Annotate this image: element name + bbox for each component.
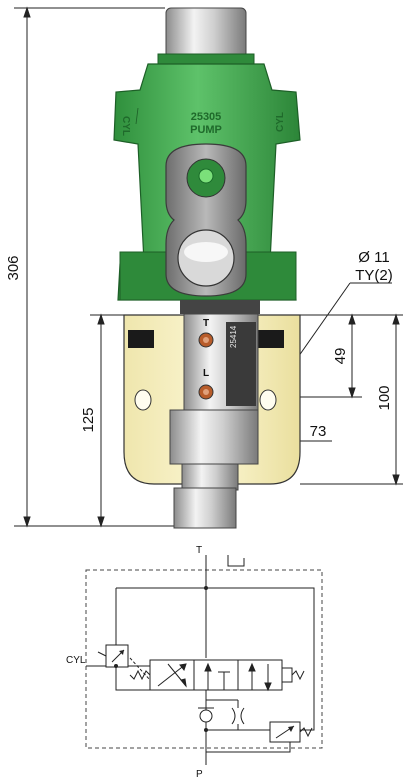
spool-housing <box>169 300 260 529</box>
port-label-l: L <box>203 368 209 379</box>
top-cap <box>157 7 255 65</box>
port-label-t: T <box>203 318 209 329</box>
dim-offset: 49 <box>332 348 349 365</box>
dim-overall-height: 306 <box>5 255 22 280</box>
port-label-cyl-left: CYL <box>120 116 131 136</box>
dimension-lines <box>23 6 400 528</box>
dim-bracket-height: 125 <box>80 407 97 432</box>
dim-hole-diameter: Ø 11 <box>358 249 389 266</box>
side-serial-label: 25414 <box>229 325 238 348</box>
schematic-label-cyl: CYL <box>66 655 86 666</box>
figure-eight-plate <box>165 143 247 297</box>
dim-mount-spacing: 100 <box>376 385 393 410</box>
schematic-label-t: T <box>196 545 202 556</box>
dim-hole-note: TY(2) <box>355 267 393 284</box>
schematic-lines <box>86 555 315 765</box>
hydraulic-schematic <box>85 555 323 765</box>
extension-lines <box>14 7 403 527</box>
pump-label: PUMP <box>190 124 222 136</box>
dim-bolt-spacing: 73 <box>310 423 327 440</box>
schematic-label-p: P <box>196 769 203 780</box>
schematic-boundary <box>85 569 323 749</box>
port-label-cyl-right: CYL <box>275 112 286 132</box>
part-number-label: 25305 <box>191 111 222 123</box>
